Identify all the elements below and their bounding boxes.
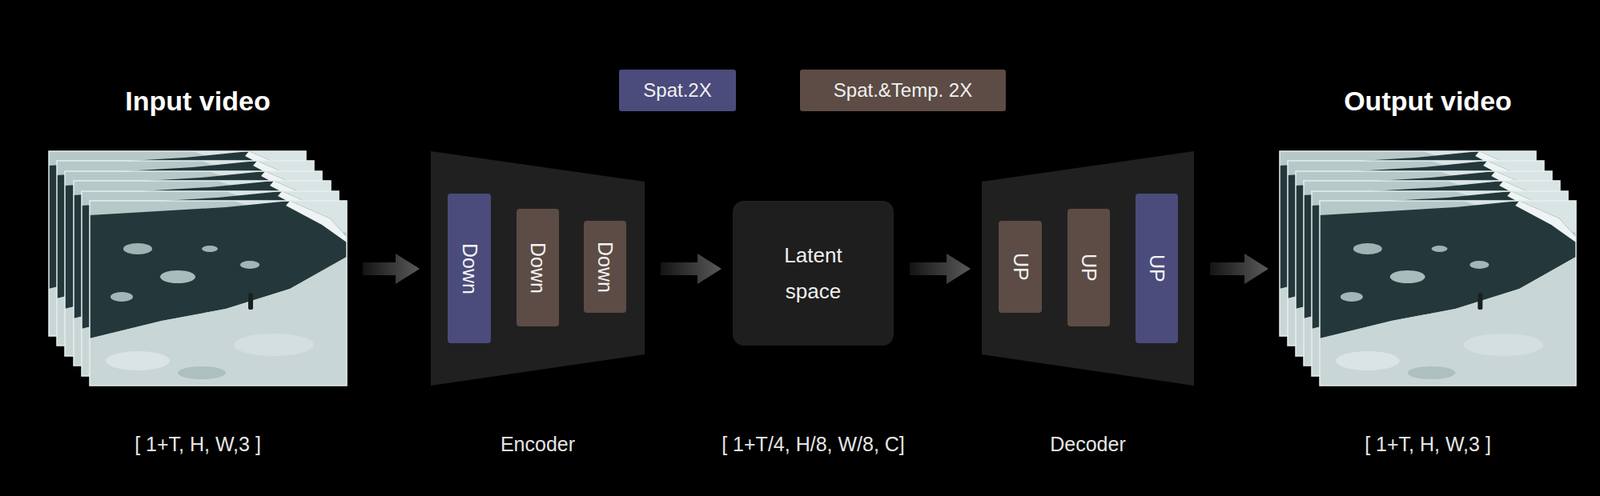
legend-text: Spat.2X [643,79,712,102]
video-title: Output video [1343,84,1512,117]
layer-label: UP [1145,254,1169,283]
layer-label: Down [458,243,482,295]
shape-label: [ 1+T, H, W,3 ] [1364,432,1492,457]
video-stack: Output video[ 1+T, H, W,3 ] [1279,151,1576,386]
latent-box: Latent space[ 1+T/4, H/8, W/8, C] [732,201,894,346]
module-label: Decoder [1049,432,1126,457]
legend-text: Spat.&Temp. 2X [833,79,973,102]
trapezoid-fill [981,151,1194,386]
module-label: Encoder [500,432,575,457]
layer-block: UP [1135,193,1178,344]
flow-arrow [362,253,420,285]
shape-label: [ 1+T, H, W,3 ] [134,432,262,457]
legend-swatch: Spat.&Temp. 2X [800,69,1006,112]
trapezoid-fill [430,151,645,386]
layer-label: UP [1077,253,1101,282]
video-stack: Input video[ 1+T, H, W,3 ] [48,151,347,386]
layer-block: UP [1067,209,1110,327]
video-title: Input video [124,84,270,117]
flow-arrow [909,253,971,285]
layer-block: Down [516,209,559,327]
latent-label: Latent space [761,237,866,310]
flow-arrow [660,253,722,285]
shape-label: [ 1+T/4, H/8, W/8, C] [721,432,905,457]
coder-trapezoid: DecoderUPUPUP [981,151,1194,386]
layer-label: Down [593,241,617,294]
layer-block: Down [583,221,627,314]
flow-arrow [1210,253,1269,285]
layer-label: UP [1009,253,1033,282]
layer-label: Down [526,242,550,294]
legend-swatch: Spat.2X [619,69,736,112]
layer-block: Down [447,193,491,344]
output-frames [1279,151,1576,386]
layer-block: UP [998,221,1042,314]
coder-trapezoid: EncoderDownDownDown [430,151,645,386]
input-frames [48,151,347,386]
